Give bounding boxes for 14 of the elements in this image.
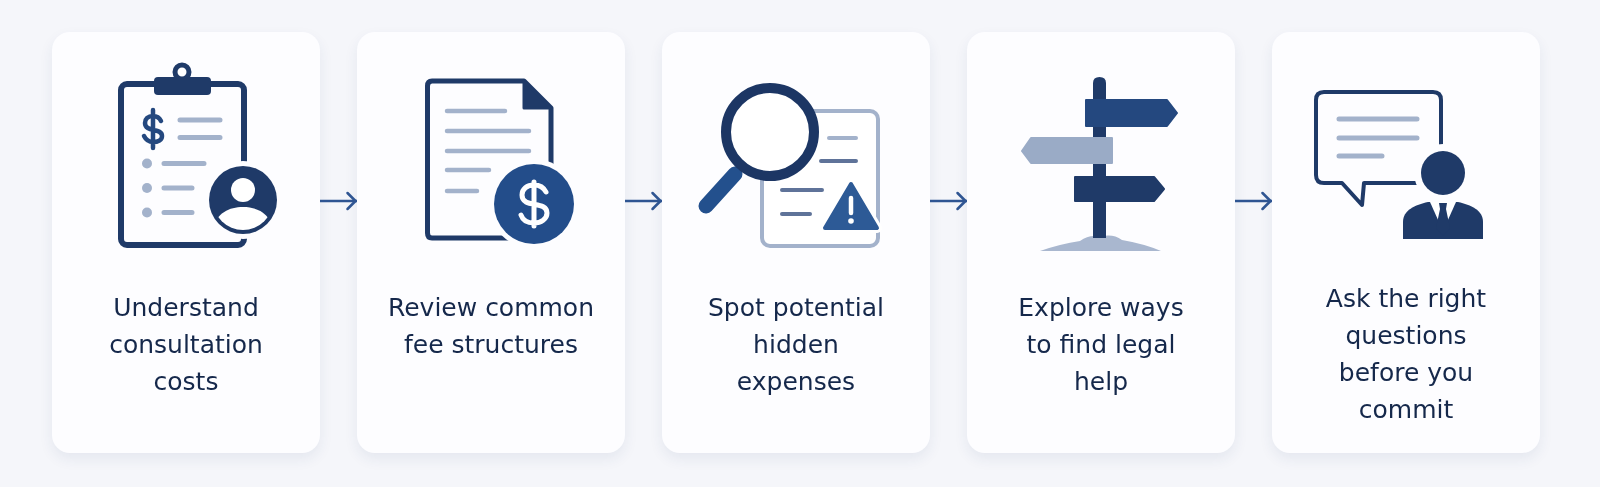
step-card [662, 32, 930, 453]
arrow [930, 191, 967, 211]
step-label: Ask the right questions before you commit [1324, 283, 1488, 426]
step-card [1272, 32, 1540, 453]
arrow [320, 191, 357, 211]
step-label: Explore ways to find legal help [1017, 292, 1185, 398]
step-label: Review common fee structures [387, 292, 595, 361]
step-label: Understand consultation costs [108, 292, 264, 398]
step-card [967, 32, 1235, 453]
step-label: Spot potential hidden expenses [707, 292, 885, 398]
step-card [52, 32, 320, 453]
arrow [1235, 191, 1272, 211]
arrow [625, 191, 662, 211]
step-card [357, 32, 625, 453]
